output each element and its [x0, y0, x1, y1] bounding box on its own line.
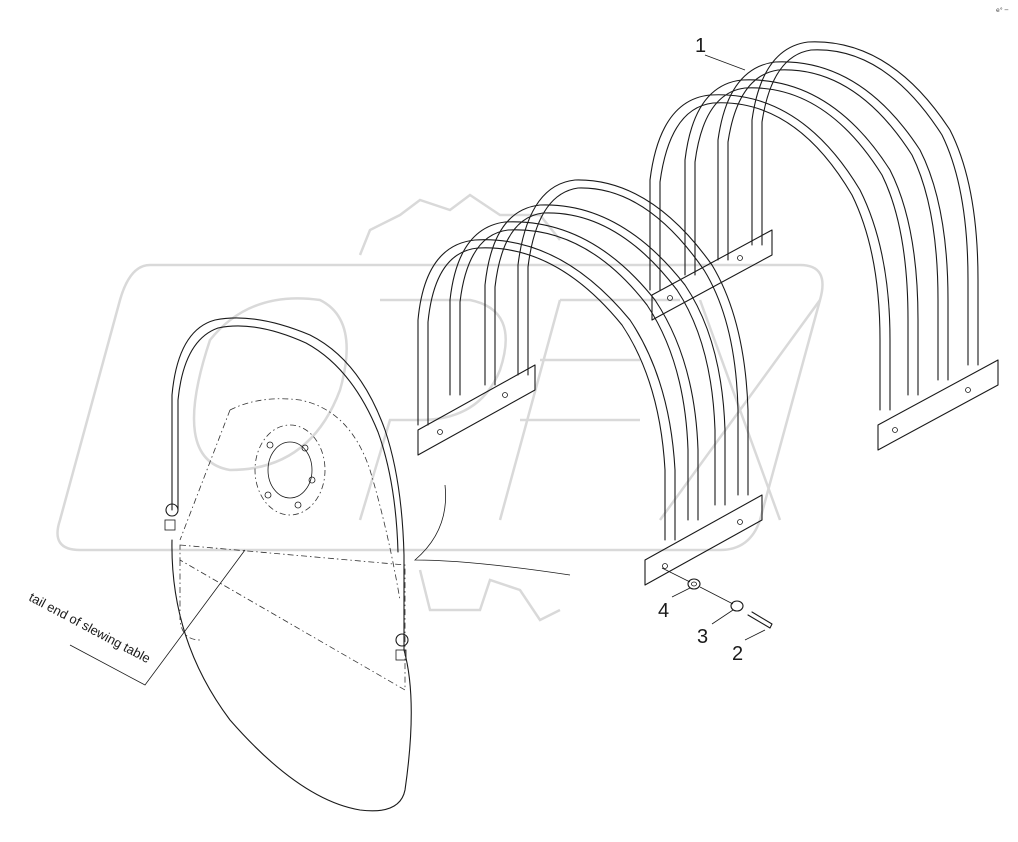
- callout-4: 4: [658, 600, 669, 622]
- watermark-logo: [56, 193, 824, 622]
- hoop-assembly-middle: [417, 179, 763, 586]
- callout-2: 2: [732, 643, 743, 665]
- fasteners: [661, 567, 773, 629]
- tail-end-note: tail end of slewing table: [27, 589, 153, 666]
- hoop-assembly-right: [649, 41, 999, 451]
- corner-mark: e° ─: [996, 7, 1009, 14]
- leader-lines: [69, 54, 766, 686]
- tail-cover: [164, 317, 571, 812]
- callout-1: 1: [695, 35, 706, 57]
- callout-3: 3: [697, 626, 708, 648]
